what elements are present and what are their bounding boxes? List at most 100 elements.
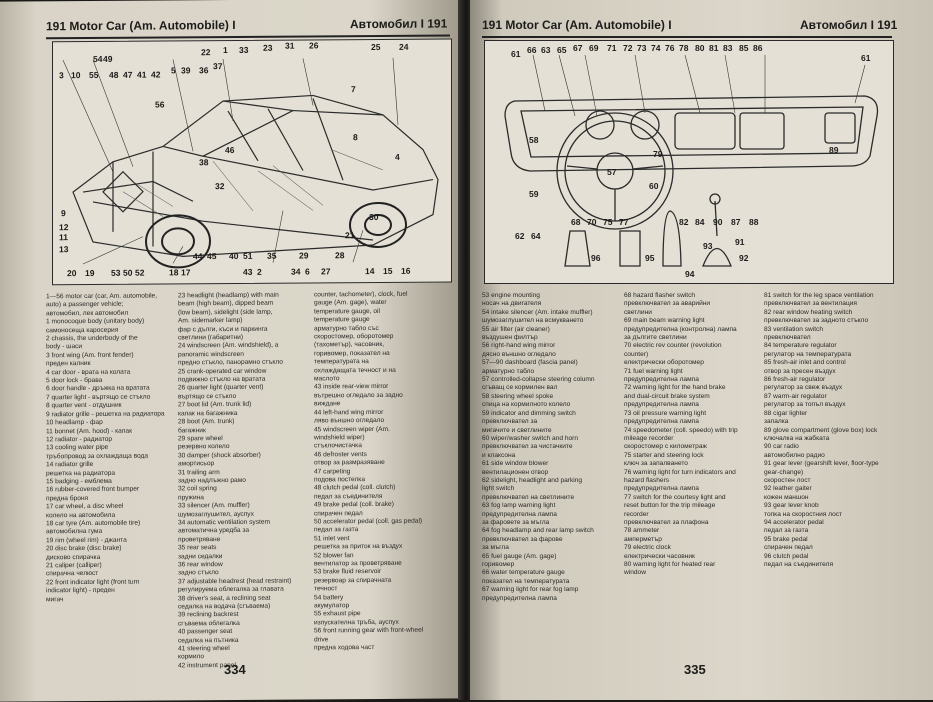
callout-38: 38 — [199, 157, 209, 168]
text-line: вентилационен отвор — [482, 468, 549, 476]
callout-35: 35 — [267, 250, 277, 261]
callout-83: 83 — [723, 43, 733, 53]
text-line: сгъващ се кормилен вал — [482, 384, 558, 392]
callout-46: 46 — [225, 144, 235, 156]
text-line: 75 starter and steering lock — [624, 451, 704, 459]
callout-30: 30 — [369, 211, 379, 223]
callout-45: 45 — [207, 251, 217, 262]
text-line: автомобилно радио — [764, 451, 825, 459]
text-line: превключвател на светлините — [482, 493, 575, 501]
callout-95: 95 — [645, 253, 655, 263]
text-line: кожен маншон — [764, 493, 809, 501]
callout-48: 48 — [109, 69, 119, 80]
text-line: 72 warning light for the hand brake — [624, 384, 726, 392]
text-line: предупредителна лампа — [624, 485, 699, 493]
text-line: 70 electric rev counter (revolution — [624, 342, 722, 350]
text-line: електрически оборотомер — [624, 359, 704, 367]
callout-13: 13 — [59, 244, 69, 255]
text-line: отвор за пресен въздух — [764, 367, 836, 375]
callout-28: 28 — [335, 250, 345, 261]
text-line: 59 indicator and dimming switch — [482, 409, 576, 417]
dashboard-figure: 61 66 63 65 67 69 71 72 73 74 76 78 80 8… — [484, 40, 894, 284]
text-line: 57 controlled-collapse steering column — [482, 376, 595, 384]
text-line: 83 ventilation switch — [764, 325, 824, 333]
callout-42: 42 — [151, 69, 161, 80]
text-line: амперметър — [624, 535, 662, 543]
text-line: and dual-circuit brake system — [624, 392, 710, 400]
text-line: 91 gear lever (gearshift lever, floor-ty… — [764, 460, 879, 468]
left-header-title: 191 Motor Car (Am. Automobile) I — [46, 17, 236, 34]
text-line: електрически часовник — [624, 552, 695, 560]
callout-65: 65 — [557, 45, 567, 55]
callout-70: 70 — [587, 217, 597, 227]
callout-47: 47 — [123, 69, 133, 80]
left-page: 191 Motor Car (Am. Automobile) I Автомоб… — [0, 0, 462, 702]
callout-67: 67 — [573, 43, 583, 53]
text-line: 80 warning light for heated rear — [624, 561, 716, 568]
callout-1: 1 — [223, 45, 228, 56]
callout-22: 22 — [201, 47, 211, 58]
callout-87: 87 — [731, 217, 741, 227]
text-line: превключвател за фарове — [482, 535, 563, 543]
callout-39: 39 — [181, 65, 191, 76]
callout-6: 6 — [305, 266, 310, 277]
text-line: и клаксона — [482, 451, 516, 459]
text-line: предупредителна (контролна) лампа — [624, 325, 737, 333]
callout-61b: 61 — [861, 53, 871, 63]
callout-66: 66 — [527, 45, 537, 55]
callout-63: 63 — [541, 45, 551, 55]
text-line: ключалка на жабката — [764, 434, 830, 442]
text-line: регулатор за свеж въздух — [764, 384, 843, 392]
callout-55: 55 — [89, 69, 99, 80]
callout-29: 29 — [299, 250, 309, 261]
callout-19: 19 — [85, 267, 95, 279]
text-line: педал за газта — [764, 527, 809, 535]
text-line: въздушен филтър — [482, 334, 538, 342]
callout-41: 41 — [137, 69, 147, 80]
callout-58: 58 — [529, 135, 539, 145]
callout-54: 54 — [93, 53, 103, 64]
text-line: 61 side window blower — [482, 460, 549, 468]
callout-8: 8 — [353, 132, 358, 143]
text-line: топка на скоростния лост — [764, 510, 843, 518]
callout-33: 33 — [239, 44, 249, 55]
callout-56: 56 — [155, 99, 165, 110]
text-line: 84 temperature regulator — [764, 342, 837, 350]
callout-73: 73 — [637, 43, 647, 53]
text-line: 79 electric clock — [624, 544, 671, 552]
text-line: дясно външно огледало — [482, 350, 556, 358]
text-line: 54 intake silencer (Am. intake muffler) — [482, 308, 593, 316]
right-header-rule — [482, 36, 892, 38]
callout-79: 79 — [653, 149, 663, 159]
text-line: носач на двигателя — [482, 300, 542, 308]
callout-18: 18 — [169, 267, 179, 278]
callout-88: 88 — [749, 217, 759, 227]
text-line: предупредителна лампа — [624, 418, 699, 426]
text-line: 66 water temperature gauge — [482, 569, 565, 577]
callout-17: 17 — [181, 267, 191, 278]
callout-43: 43 — [243, 266, 253, 277]
right-header-title: 191 Motor Car (Am. Automobile) I — [482, 18, 672, 32]
text-line: предупредителна лампа — [482, 510, 557, 518]
callout-5: 5 — [171, 65, 176, 76]
callout-53: 53 — [111, 267, 121, 278]
text-line: шумозаглушител на всмукването — [482, 317, 584, 325]
callout-34: 34 — [291, 266, 301, 277]
text-line: горивомер — [482, 561, 515, 568]
text-line: gear-change) — [764, 468, 804, 476]
text-line: педал на съединителя — [764, 561, 834, 568]
callout-10: 10 — [71, 70, 81, 81]
text-line: 89 glove compartment (glove box) lock — [764, 426, 878, 434]
callout-69: 69 — [589, 43, 599, 53]
dashboard-drawing — [504, 54, 879, 267]
text-line: предупредителна лампа — [482, 594, 557, 602]
callout-71: 71 — [607, 43, 617, 53]
text-line: 58 steering wheel spoke — [482, 392, 554, 400]
text-line: 73 oil pressure warning light — [624, 409, 707, 417]
text-line: превключвател за аварийни — [624, 300, 711, 308]
callout-75: 75 — [603, 217, 613, 227]
text-line: 65 fuel gauge (Am. gage) — [482, 552, 557, 560]
text-line: window — [624, 569, 646, 577]
